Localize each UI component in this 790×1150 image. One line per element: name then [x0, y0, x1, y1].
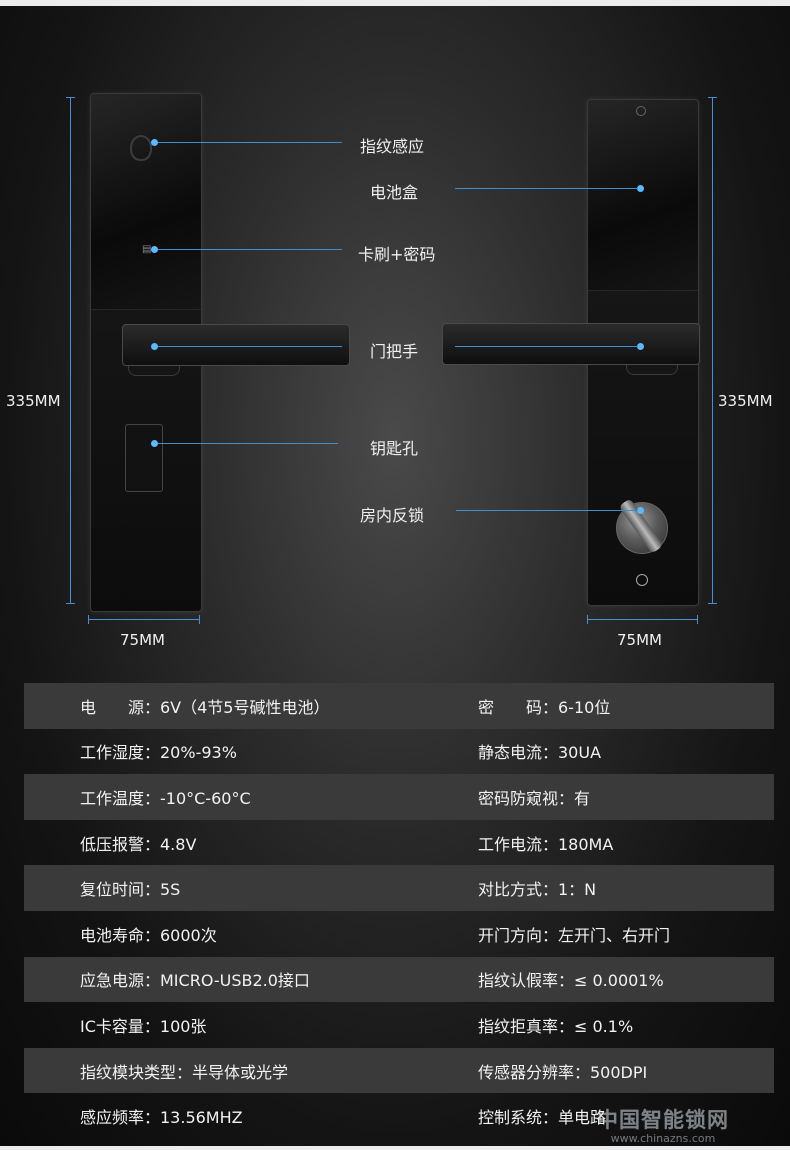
card-reader-icon: ▤ [142, 244, 152, 255]
keyhole-line [158, 443, 338, 444]
spec-cell: 感应频率：13.56MHZ [80, 1108, 243, 1128]
spec-cell: 应急电源：MICRO-USB2.0接口 [80, 971, 310, 991]
watermark-name: 中国智能锁网 [597, 1108, 729, 1132]
indoor-lock-label: 房内反锁 [360, 506, 425, 525]
keyhole-label: 钥匙孔 [370, 439, 419, 458]
front-glass-panel [91, 94, 201, 310]
spec-row: 电 源：6V（4节5号碱性电池） 密 码：6-10位 [24, 683, 774, 729]
fingerprint-icon [130, 135, 152, 161]
spec-cell: 工作温度：-10°C-60°C [80, 788, 251, 808]
back-sensor-icon [636, 106, 646, 116]
battery-line [455, 188, 638, 189]
spec-cell: 电 源：6V（4节5号碱性电池） [80, 697, 330, 717]
spec-cell: 工作湿度：20%-93% [80, 743, 237, 763]
spec-cell: 指纹模块类型：半导体或光学 [80, 1062, 289, 1082]
spec-row: 低压报警：4.8V 工作电流：180MA [24, 820, 774, 866]
spec-row: 应急电源：MICRO-USB2.0接口 指纹认假率：≤ 0.0001% [24, 956, 774, 1003]
indoor-lock-dot [637, 507, 644, 514]
fingerprint-dot [151, 139, 158, 146]
left-width-label: 75MM [120, 631, 165, 649]
back-handle-line [455, 346, 638, 347]
front-handle-line [158, 346, 342, 347]
right-height-label: 335MM [718, 392, 773, 410]
spec-cell: 电池寿命：6000次 [80, 925, 217, 945]
spec-row: 复位时间：5S 对比方式：1：N [24, 865, 774, 911]
back-door-handle [442, 323, 700, 365]
spec-cell: 密码防窥视：有 [478, 788, 591, 808]
right-width-dimension [587, 615, 698, 624]
spec-row: 工作湿度：20%-93% 静态电流：30UA [24, 729, 774, 775]
left-height-label: 335MM [6, 392, 61, 410]
spec-cell: IC卡容量：100张 [80, 1016, 207, 1036]
battery-label: 电池盒 [370, 183, 419, 202]
spec-table: 电 源：6V（4节5号碱性电池） 密 码：6-10位 工作湿度：20%-93% … [24, 683, 774, 1139]
watermark: 中国智能锁网 www.chinazns.com [588, 1104, 738, 1145]
spec-cell: 对比方式：1：N [478, 880, 597, 900]
spec-cell: 控制系统：单电路 [478, 1108, 607, 1128]
watermark-url: www.chinazns.com [610, 1132, 716, 1145]
card-password-label: 卡刷+密码 [358, 245, 436, 264]
card-password-line [158, 249, 342, 250]
spec-row: 感应频率：13.56MHZ 控制系统：单电路 [24, 1093, 774, 1139]
spec-cell: 传感器分辨率：500DPI [478, 1062, 648, 1082]
left-height-dimension [66, 97, 75, 604]
right-width-label: 75MM [617, 631, 662, 649]
spec-cell: 指纹认假率：≤ 0.0001% [478, 971, 664, 991]
spec-cell: 工作电流：180MA [478, 834, 614, 854]
back-handle-dot [637, 343, 644, 350]
front-handle-dot [151, 343, 158, 350]
back-lock-panel [587, 99, 699, 606]
keyhole-cover [125, 424, 163, 492]
spec-row: 工作温度：-10°C-60°C 密码防窥视：有 [24, 774, 774, 820]
spec-cell: 复位时间：5S [80, 880, 181, 900]
left-width-dimension [88, 615, 200, 624]
spec-cell: 开门方向：左开门、右开门 [478, 925, 671, 945]
bottom-border [0, 1146, 790, 1150]
fingerprint-line [158, 142, 342, 143]
spec-cell: 指纹拒真率：≤ 0.1% [478, 1016, 634, 1036]
battery-dot [637, 185, 644, 192]
spec-cell: 低压报警：4.8V [80, 834, 197, 854]
spec-row: IC卡容量：100张 指纹拒真率：≤ 0.1% [24, 1002, 774, 1048]
top-border [0, 0, 790, 6]
indoor-lock-line [456, 510, 638, 511]
emergency-port-icon [636, 574, 648, 586]
fingerprint-label: 指纹感应 [360, 137, 425, 156]
spec-row: 电池寿命：6000次 开门方向：左开门、右开门 [24, 911, 774, 957]
right-height-dimension [708, 97, 717, 604]
keyhole-dot [151, 440, 158, 447]
back-glass-panel [588, 100, 698, 291]
front-door-handle [122, 324, 350, 366]
handle-label: 门把手 [370, 342, 419, 361]
spec-row: 指纹模块类型：半导体或光学 传感器分辨率：500DPI [24, 1047, 774, 1094]
spec-cell: 密 码：6-10位 [478, 697, 611, 717]
spec-cell: 静态电流：30UA [478, 743, 602, 763]
card-password-dot [151, 246, 158, 253]
